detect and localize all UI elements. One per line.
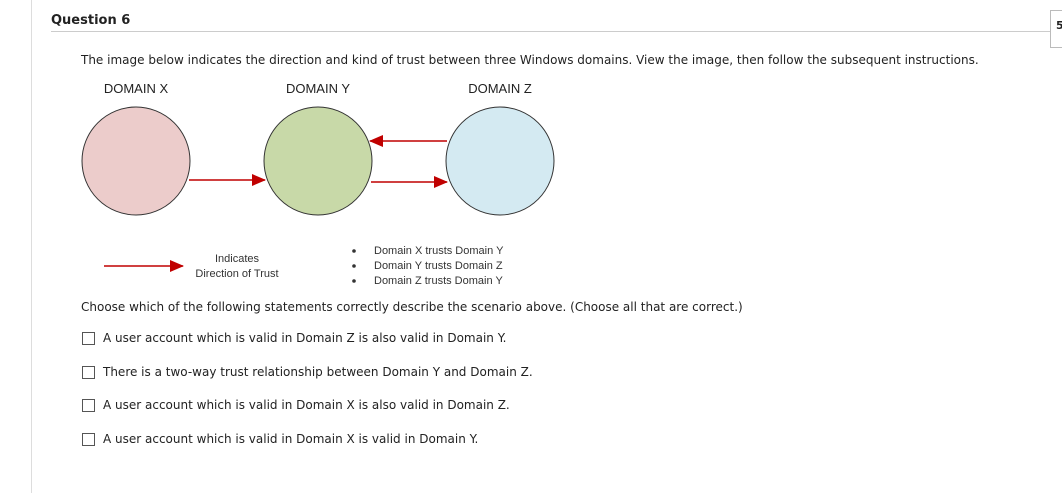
- option-3[interactable]: A user account which is valid in Domain …: [82, 398, 510, 412]
- statement-2: Domain Y trusts Domain Z: [374, 260, 503, 272]
- intro-text: The image below indicates the direction …: [81, 53, 979, 67]
- bullet: [352, 279, 356, 283]
- left-border: [31, 0, 32, 493]
- question-title: Question 6: [51, 13, 131, 28]
- title-divider: [51, 31, 1051, 32]
- trust-diagram: DOMAIN X DOMAIN Y DOMAIN Z Indicates Dir…: [81, 81, 555, 287]
- option-label: There is a two-way trust relationship be…: [103, 365, 533, 379]
- option-1[interactable]: A user account which is valid in Domain …: [82, 331, 506, 345]
- legend-line1: Indicates: [215, 253, 260, 265]
- question-prompt: Choose which of the following statements…: [81, 300, 743, 314]
- option-label: A user account which is valid in Domain …: [103, 398, 510, 412]
- domain-z-label: DOMAIN Z: [468, 81, 532, 96]
- option-label: A user account which is valid in Domain …: [103, 432, 479, 446]
- checkbox[interactable]: [82, 432, 95, 446]
- domain-y-circle: [263, 106, 373, 216]
- statement-1: Domain X trusts Domain Y: [374, 245, 504, 257]
- domain-y-label: DOMAIN Y: [286, 81, 350, 96]
- option-4[interactable]: A user account which is valid in Domain …: [82, 432, 478, 446]
- option-label: A user account which is valid in Domain …: [103, 331, 507, 345]
- domain-x-label: DOMAIN X: [104, 81, 169, 96]
- domain-x-circle: [81, 106, 191, 216]
- domain-z-circle: [445, 106, 555, 216]
- bullet: [352, 264, 356, 268]
- checkbox[interactable]: [82, 331, 95, 345]
- points-badge: 5: [1050, 10, 1062, 48]
- checkbox[interactable]: [82, 365, 95, 379]
- statement-3: Domain Z trusts Domain Y: [374, 275, 503, 287]
- checkbox[interactable]: [82, 398, 95, 412]
- option-2[interactable]: There is a two-way trust relationship be…: [82, 365, 533, 379]
- legend-line2: Direction of Trust: [195, 268, 278, 280]
- bullet: [352, 249, 356, 253]
